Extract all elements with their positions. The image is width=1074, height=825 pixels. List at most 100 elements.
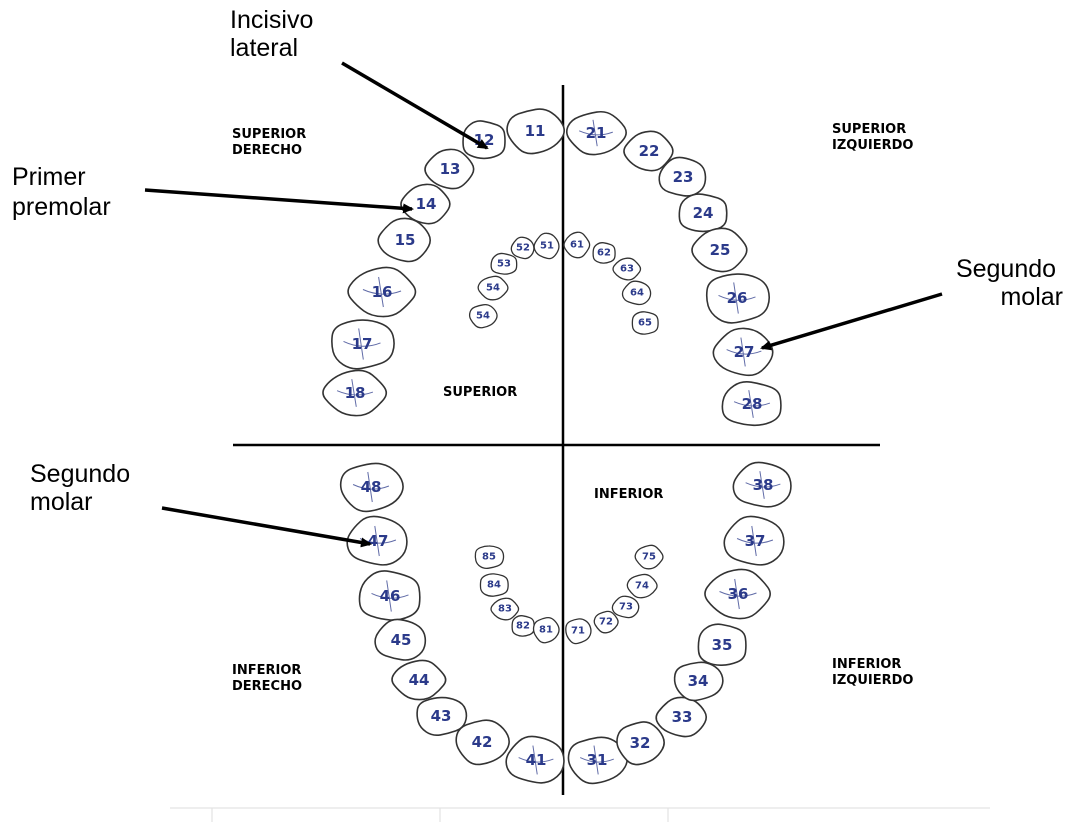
annotation-segundo-molar-inferior: Segundo molar <box>30 460 137 516</box>
tooth-18: 18 <box>323 370 386 415</box>
tooth-number: 17 <box>352 335 373 353</box>
tooth-number: 45 <box>391 631 412 649</box>
tooth-75: 75 <box>635 545 663 568</box>
tooth-37: 37 <box>724 516 784 564</box>
tooth-11: 11 <box>507 109 564 154</box>
tooth-71: 71 <box>566 619 591 644</box>
tooth-number: 74 <box>635 581 649 592</box>
tooth-number: 34 <box>688 672 709 690</box>
tooth-number: 47 <box>368 532 389 550</box>
tooth-number: 22 <box>639 142 660 160</box>
tooth-number: 44 <box>409 671 430 689</box>
tooth-number: 26 <box>727 289 748 307</box>
tooth-number: 52 <box>516 243 530 254</box>
tooth-number: 25 <box>710 241 731 259</box>
arch-label-inferior: INFERIOR <box>594 487 663 502</box>
arrow-primer-premolar <box>145 190 412 209</box>
tooth-73: 73 <box>612 596 638 617</box>
quadrant-label-inferior-derecho: INFERIOR DERECHO <box>232 663 306 694</box>
tooth-number: 82 <box>516 621 530 632</box>
tooth-48: 48 <box>341 463 403 511</box>
tooth-14: 14 <box>401 184 450 223</box>
tooth-number: 41 <box>526 751 547 769</box>
annotation-incisivo-lateral: Incisivo lateral <box>230 6 320 62</box>
tooth-number: 83 <box>498 604 512 615</box>
tooth-52: 52 <box>511 237 534 258</box>
tooth-83: 83 <box>491 598 519 620</box>
tooth-number: 51 <box>540 241 554 252</box>
tooth-number: 24 <box>693 204 714 222</box>
tooth-number: 43 <box>431 707 452 725</box>
tooth-28: 28 <box>722 382 781 425</box>
tooth-number: 11 <box>525 122 546 140</box>
quadrant-label-superior-izquierdo: SUPERIOR IZQUIERDO <box>832 122 913 153</box>
arch-label-superior: SUPERIOR <box>443 385 517 400</box>
tooth-number: 33 <box>672 708 693 726</box>
tooth-number: 75 <box>642 552 656 563</box>
tooth-51: 51 <box>534 233 559 258</box>
tooth-number: 62 <box>597 248 611 259</box>
tooth-41: 41 <box>506 736 564 782</box>
tooth-number: 54 <box>486 283 500 294</box>
tooth-number: 31 <box>587 751 608 769</box>
quadrant-label-superior-derecho: SUPERIOR DERECHO <box>232 127 311 158</box>
tooth-number: 73 <box>619 602 633 613</box>
tooth-85: 85 <box>475 546 503 568</box>
tooth-number: 46 <box>380 587 401 605</box>
tooth-26: 26 <box>707 274 770 323</box>
tooth-23: 23 <box>659 157 705 195</box>
tooth-number: 85 <box>482 552 496 563</box>
tooth-number: 38 <box>753 476 774 494</box>
tooth-number: 61 <box>570 240 584 251</box>
tooth-16: 16 <box>348 267 415 316</box>
tooth-25: 25 <box>692 228 747 271</box>
tooth-21: 21 <box>567 112 626 155</box>
tooth-34: 34 <box>675 662 723 700</box>
tooth-42: 42 <box>456 720 509 764</box>
tooth-number: 18 <box>345 384 366 402</box>
tooth-number: 48 <box>361 478 382 496</box>
tooth-63: 63 <box>613 258 641 280</box>
tooth-number: 65 <box>638 318 652 329</box>
tooth-number: 63 <box>620 264 634 275</box>
tooth-36: 36 <box>705 569 770 618</box>
tooth-number: 27 <box>734 343 755 361</box>
tooth-82: 82 <box>512 616 534 636</box>
tooth-number: 16 <box>372 283 393 301</box>
tooth-54: 54 <box>470 305 497 328</box>
tooth-65: 65 <box>632 312 658 334</box>
annotation-primer-premolar: Primer premolar <box>12 163 111 221</box>
annotation-segundo-molar-superior: Segundo molar <box>956 255 1063 311</box>
tooth-15: 15 <box>378 218 430 261</box>
tooth-number: 21 <box>586 124 607 142</box>
tooth-38: 38 <box>733 462 791 506</box>
tooth-72: 72 <box>594 611 618 632</box>
tooth-24: 24 <box>679 194 726 231</box>
tooth-number: 54 <box>476 311 490 322</box>
tooth-46: 46 <box>359 571 419 620</box>
tooth-74: 74 <box>627 574 657 597</box>
tooth-number: 64 <box>630 288 644 299</box>
tooth-number: 13 <box>440 160 461 178</box>
tooth-81: 81 <box>534 618 560 643</box>
tooth-32: 32 <box>617 722 664 765</box>
tooth-number: 71 <box>571 626 585 637</box>
tooth-12: 12 <box>463 121 505 158</box>
tooth-53: 53 <box>491 253 517 274</box>
quadrant-label-inferior-izquierdo: INFERIOR IZQUIERDO <box>832 657 913 688</box>
tooth-84: 84 <box>480 574 508 596</box>
tooth-33: 33 <box>656 697 706 736</box>
arrow-segundo-molar-inferior <box>162 508 370 544</box>
tooth-64: 64 <box>622 281 650 304</box>
arrow-incisivo-lateral <box>342 63 487 148</box>
tooth-number: 32 <box>630 734 651 752</box>
tooth-number: 36 <box>728 585 749 603</box>
tooth-number: 72 <box>599 617 613 628</box>
tooth-number: 37 <box>745 532 766 550</box>
tooth-number: 23 <box>673 168 694 186</box>
tooth-number: 81 <box>539 625 553 636</box>
tooth-44: 44 <box>392 660 446 699</box>
tooth-number: 15 <box>395 231 416 249</box>
